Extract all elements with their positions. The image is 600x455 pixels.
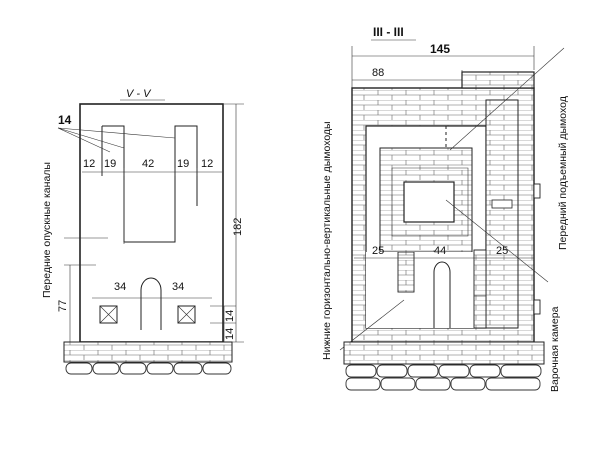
left-cleanout-door-1	[99, 305, 118, 324]
right-dim-25b: 25	[496, 245, 508, 257]
right-lower-clear	[366, 252, 486, 328]
right-label-cooking-chamber: Варочная камера	[549, 306, 561, 392]
left-dim-14b: 14	[224, 328, 236, 340]
left-dim-34b: 34	[172, 281, 184, 293]
left-channel-leaders	[57, 127, 176, 153]
left-dim-14a: 14	[224, 310, 236, 322]
right-chamber-frame	[391, 167, 469, 237]
left-dim-19a: 19	[104, 158, 116, 170]
left-dim-77: 77	[57, 300, 69, 312]
left-dim-19b: 19	[177, 158, 189, 170]
right-front-riser	[485, 99, 519, 329]
right-side-fitting-top	[533, 183, 541, 199]
right-dim-145: 145	[430, 42, 450, 56]
left-section-title: V - V	[126, 88, 152, 100]
left-top-dim-ticks	[101, 168, 198, 176]
left-dim-42: 42	[142, 158, 154, 170]
left-cleanout-door-2	[177, 305, 196, 324]
left-dim-12a: 12	[83, 158, 95, 170]
right-dim-44: 44	[434, 245, 446, 257]
left-arch-opening	[140, 277, 162, 330]
right-section-title: III - III	[373, 25, 404, 39]
right-top-step	[461, 71, 535, 89]
right-cooking-chamber	[403, 181, 455, 223]
right-label-front-riser: Передний подъемный дымоход	[557, 96, 569, 250]
left-foundation-slab	[63, 341, 233, 363]
right-dim-25a: 25	[372, 245, 384, 257]
left-dim-34a: 34	[114, 281, 126, 293]
left-dim-14-channel: 14	[58, 113, 72, 127]
right-riser-opening	[491, 199, 513, 209]
left-dim-12b: 12	[201, 158, 213, 170]
right-leader-riser	[449, 47, 565, 151]
left-side-label: Передние опускные каналы	[41, 162, 53, 298]
right-leader-chamber	[445, 199, 549, 283]
right-foundation-slab	[343, 341, 545, 365]
right-dim-88: 88	[372, 67, 384, 79]
right-foundation-stones	[345, 364, 542, 391]
right-lower-column-left	[397, 251, 415, 293]
right-label-lower-flues: Нижние горизонтально-вертикальные дымохо…	[321, 121, 333, 360]
right-arch-opening	[433, 261, 451, 328]
right-view: III - III 145 88 25 44 25	[321, 25, 569, 392]
left-foundation-stones	[65, 362, 232, 375]
right-lower-column-right	[473, 249, 487, 329]
left-channel-outline	[102, 125, 198, 243]
left-dim-182: 182	[232, 218, 244, 236]
right-side-fitting-bottom	[533, 299, 541, 315]
left-view: V - V 12 19 42 19 12 14 34 34	[41, 88, 244, 375]
